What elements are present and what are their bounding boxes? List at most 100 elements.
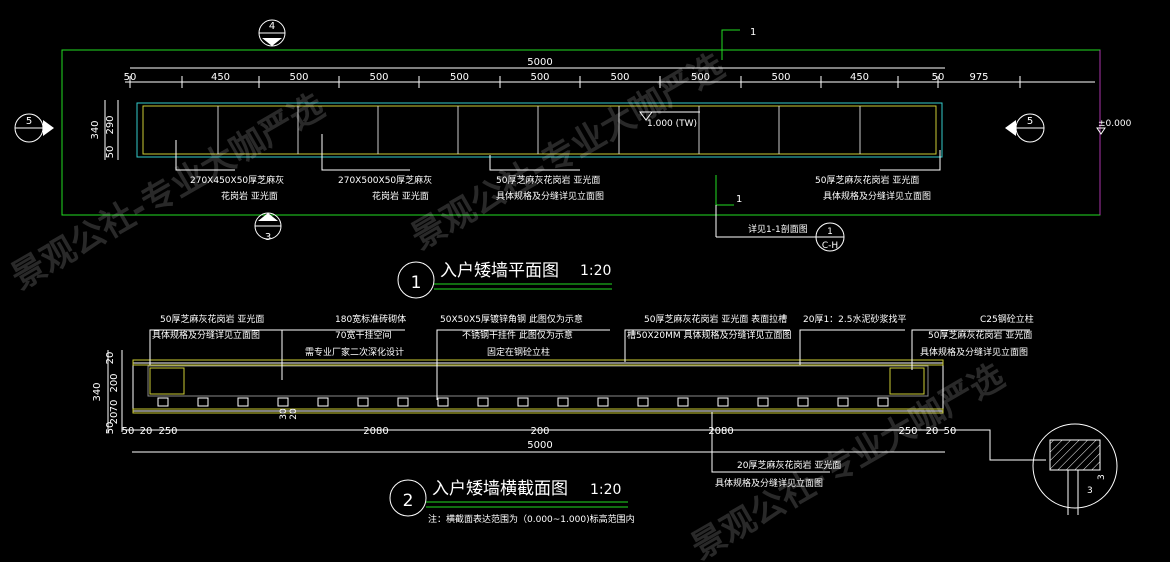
section-dim-label: 250 [158, 426, 177, 437]
anchor-bracket [397, 397, 409, 407]
anchor-bracket [437, 397, 449, 407]
anchor-bracket [317, 397, 329, 407]
section-hatch [147, 365, 929, 397]
svg-text:3: 3 [265, 232, 271, 243]
plan-side-dim-290: 290 [105, 115, 116, 134]
svg-text:20厚1：2.5水泥砂浆找平: 20厚1：2.5水泥砂浆找平 [803, 313, 907, 325]
anchor-bracket [157, 397, 169, 407]
plan-note-4-line2: 具体规格及分缝详见立面图 [823, 190, 931, 202]
svg-text:50X50X5厚镀锌角钢 此图仅为示意: 50X50X5厚镀锌角钢 此图仅为示意 [440, 313, 583, 325]
callout-4: 4 [258, 19, 286, 47]
svg-text:固定在钢砼立柱: 固定在钢砼立柱 [487, 346, 550, 358]
plan-dim-label: 500 [289, 72, 308, 83]
svg-text:70: 70 [109, 400, 120, 413]
anchor-bracket [837, 397, 849, 407]
svg-text:50厚芝麻灰花岗岩 亚光面 表面拉槽: 50厚芝麻灰花岗岩 亚光面 表面拉槽 [644, 313, 787, 325]
section-dim-label: 250 [898, 426, 917, 437]
section-cut-label-top: 1 [750, 27, 756, 38]
plan-title: 入户矮墙平面图 [440, 261, 559, 281]
svg-text:景观公社-专业大咖严选: 景观公社-专业大咖严选 [685, 356, 1012, 562]
anchor-bracket [557, 397, 569, 407]
plan-elevation-mark: 1.000 (TW) [647, 119, 697, 129]
anchor-bracket [757, 397, 769, 407]
section-dim-label: 2080 [708, 426, 733, 437]
svg-text:20厚芝麻灰花岗岩 亚光面: 20厚芝麻灰花岗岩 亚光面 [737, 459, 841, 471]
plan-detail-ref: 详见1-1剖面图 [748, 223, 808, 235]
section-dim-label: 20 [926, 426, 939, 437]
section-scale: 1:20 [590, 482, 621, 498]
svg-text:50: 50 [105, 422, 116, 435]
anchor-bracket [677, 397, 689, 407]
svg-text:2: 2 [403, 491, 414, 511]
plan-dim-label: 450 [211, 72, 230, 83]
section-dim-label: 2080 [363, 426, 388, 437]
svg-text:具体规格及分缝详见立面图: 具体规格及分缝详见立面图 [152, 329, 260, 341]
svg-text:180宽标准砖砌体: 180宽标准砖砌体 [335, 313, 406, 325]
plan-wall-inner [142, 105, 937, 155]
section-cut-label-bottom: 1 [736, 194, 742, 205]
section-dim-label: 200 [530, 426, 549, 437]
section-cut-bottom [715, 175, 734, 206]
svg-text:340: 340 [92, 382, 103, 401]
svg-text:50厚芝麻灰花岗岩 亚光面: 50厚芝麻灰花岗岩 亚光面 [928, 329, 1032, 341]
svg-text:20: 20 [105, 352, 116, 365]
plan-side-dim-50: 50 [105, 146, 116, 159]
svg-text:槽50X20MM 具体规格及分缝详见立面图: 槽50X20MM 具体规格及分缝详见立面图 [627, 329, 791, 341]
svg-text:30: 30 [279, 408, 289, 420]
svg-text:4: 4 [269, 21, 275, 32]
plan-dim-label: 500 [369, 72, 388, 83]
anchor-bracket [237, 397, 249, 407]
plan-scale: 1:20 [580, 263, 611, 279]
anchor-bracket [517, 397, 529, 407]
section-dim-label: 50 [122, 426, 135, 437]
section-dim-labels: 50 20 250 2080 200 2080 250 20 50 [122, 426, 957, 437]
section-note: 注：横截面表达范围为（0.000~1.000)标高范围内 [428, 513, 635, 525]
svg-text:3: 3 [1087, 486, 1093, 496]
svg-text:70宽干挂空间: 70宽干挂空间 [335, 329, 391, 341]
plan-note-3-line2: 具体规格及分缝详见立面图 [496, 190, 604, 202]
anchor-bracket [717, 397, 729, 407]
svg-text:C25钢砼立柱: C25钢砼立柱 [980, 313, 1034, 325]
anchor-bracket [877, 397, 889, 407]
section-dim-label: 20 [140, 426, 153, 437]
svg-text:5: 5 [1027, 116, 1033, 127]
plan-dim-label: 500 [450, 72, 469, 83]
plan-dim-ticks [129, 76, 1021, 88]
svg-text:3: 3 [1097, 474, 1107, 480]
svg-text:200: 200 [109, 373, 120, 392]
anchor-bracket [797, 397, 809, 407]
plan-dim-label: 500 [610, 72, 629, 83]
section-anchors [157, 397, 889, 407]
plan-note-1-line1: 270X450X50厚芝麻灰 [190, 174, 284, 186]
svg-text:50厚芝麻灰花岗岩 亚光面: 50厚芝麻灰花岗岩 亚光面 [160, 313, 264, 325]
svg-text:需专业厂家二次深化设计: 需专业厂家二次深化设计 [305, 346, 404, 358]
plan-dim-label: 500 [691, 72, 710, 83]
callout-5-right: 5 [1005, 113, 1045, 143]
anchor-bracket [277, 397, 289, 407]
anchor-bracket [597, 397, 609, 407]
callout-5-left: 5 [14, 113, 54, 143]
plan-note-1-line2: 花岗岩 亚光面 [221, 190, 278, 202]
svg-text:5: 5 [26, 116, 32, 127]
section-title-block: 2 入户矮墙横截面图 1:20 注：横截面表达范围为（0.000~1.000)标… [389, 479, 635, 525]
plan-title-block: 1 入户矮墙平面图 1:20 [397, 261, 612, 299]
plan-dim-label: 450 [850, 72, 869, 83]
svg-text:具体规格及分缝详见立面图: 具体规格及分缝详见立面图 [920, 346, 1028, 358]
section-dim-label: 50 [944, 426, 957, 437]
plan-dim-label: 975 [969, 72, 988, 83]
callout-3: 3 [254, 212, 282, 243]
section-stone-top [132, 359, 944, 366]
plan-overall-dim: 5000 [527, 57, 552, 68]
plan-note-4-line1: 50厚芝麻灰花岗岩 亚光面 [815, 174, 919, 186]
anchor-bracket [477, 397, 489, 407]
plan-dim-label: 500 [530, 72, 549, 83]
svg-text:景观公社-专业大咖严选: 景观公社-专业大咖严选 [5, 86, 332, 298]
svg-text:20: 20 [109, 412, 120, 425]
detail-circle: 3 3 [1032, 423, 1118, 515]
section-title: 入户矮墙横截面图 [432, 479, 568, 499]
svg-text:不锈钢干挂件 此图仅为示意: 不锈钢干挂件 此图仅为示意 [462, 329, 573, 341]
anchor-bracket [197, 397, 209, 407]
